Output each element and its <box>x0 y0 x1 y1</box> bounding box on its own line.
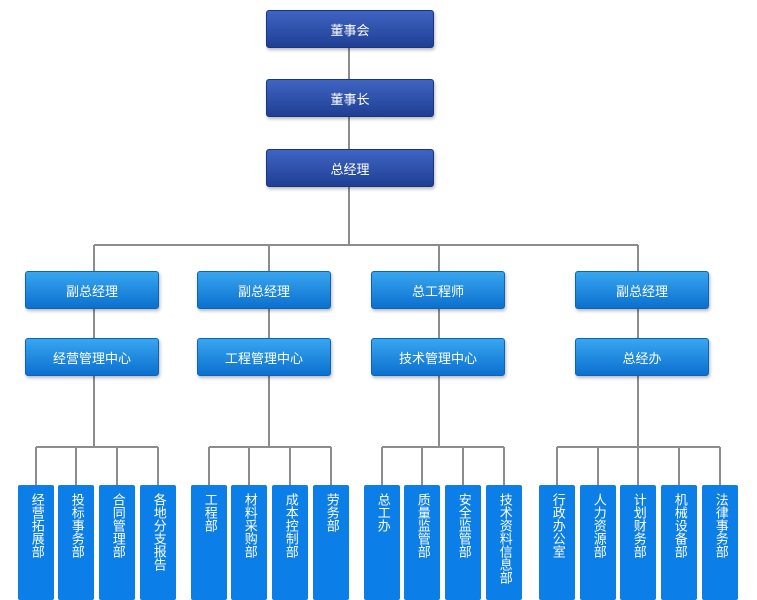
department-box: 成本控制部 <box>272 485 308 600</box>
department-label: 行政办公室 <box>549 493 565 558</box>
department-box: 安全监管部 <box>445 485 481 600</box>
department-box: 人力资源部 <box>580 485 616 600</box>
department-label: 人力资源部 <box>590 493 606 558</box>
management-center-box: 技术管理中心 <box>371 338 505 376</box>
group-head-label: 副总经理 <box>237 284 290 300</box>
group-head-label: 总工程师 <box>411 284 464 300</box>
management-center-box: 总经办 <box>575 338 709 376</box>
department-label: 经营拓展部 <box>28 493 44 558</box>
department-label: 材料采购部 <box>241 493 257 558</box>
group-head-label: 副总经理 <box>615 284 668 300</box>
department-label: 成本控制部 <box>282 493 298 558</box>
department-box: 行政办公室 <box>539 485 575 600</box>
department-box: 质量监管部 <box>404 485 440 600</box>
department-label: 投标事务部 <box>68 493 84 558</box>
management-center-box: 经营管理中心 <box>25 338 159 376</box>
chairman-label: 董事长 <box>330 92 370 108</box>
department-label: 机械设备部 <box>671 493 687 558</box>
department-box: 计划财务部 <box>620 485 656 600</box>
department-box: 各地分支报告 <box>140 485 176 600</box>
department-label: 法律事务部 <box>712 493 728 558</box>
chairman-box: 董事长 <box>266 79 434 117</box>
group-head-box: 副总经理 <box>575 271 709 309</box>
department-box: 法律事务部 <box>702 485 738 600</box>
department-label: 工程部 <box>201 493 217 532</box>
management-center-box: 工程管理中心 <box>197 338 331 376</box>
group-head-box: 总工程师 <box>371 271 505 309</box>
department-label: 合同管理部 <box>109 493 125 558</box>
management-center-label: 工程管理中心 <box>224 351 303 367</box>
department-box: 投标事务部 <box>58 485 94 600</box>
board-box: 董事会 <box>266 10 434 48</box>
general-manager-box: 总经理 <box>266 149 434 187</box>
management-center-label: 经营管理中心 <box>52 351 131 367</box>
management-center-label: 技术管理中心 <box>398 351 477 367</box>
group-head-box: 副总经理 <box>197 271 331 309</box>
department-label: 安全监管部 <box>455 493 471 558</box>
group-head-label: 副总经理 <box>65 284 118 300</box>
department-box: 材料采购部 <box>231 485 267 600</box>
department-label: 各地分支报告 <box>150 493 166 571</box>
department-box: 合同管理部 <box>99 485 135 600</box>
department-box: 机械设备部 <box>661 485 697 600</box>
general-manager-label: 总经理 <box>330 162 370 178</box>
department-box: 技术资料信息部 <box>486 485 522 600</box>
department-label: 总工办 <box>374 493 390 532</box>
department-label: 计划财务部 <box>630 493 646 558</box>
management-center-label: 总经办 <box>622 351 662 367</box>
group-head-box: 副总经理 <box>25 271 159 309</box>
department-box: 工程部 <box>191 485 227 600</box>
department-label: 劳务部 <box>323 493 339 532</box>
department-label: 技术资料信息部 <box>496 493 512 584</box>
department-label: 质量监管部 <box>414 493 430 558</box>
board-label: 董事会 <box>330 23 370 39</box>
department-box: 经营拓展部 <box>18 485 54 600</box>
department-box: 劳务部 <box>313 485 349 600</box>
department-box: 总工办 <box>364 485 400 600</box>
